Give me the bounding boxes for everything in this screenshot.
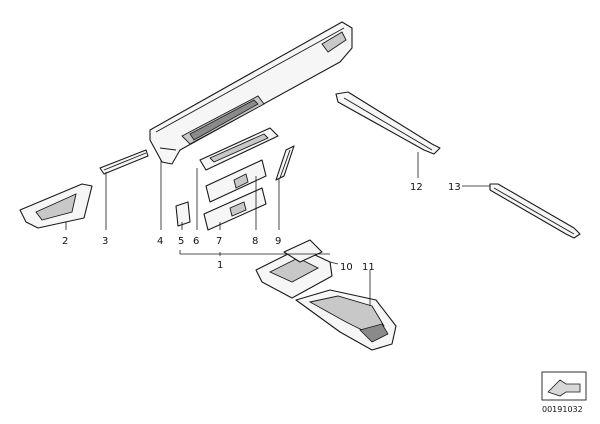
dashboard-trim-strip xyxy=(149,21,353,165)
leader-lines xyxy=(65,152,490,306)
right-long-strip-upper xyxy=(335,91,441,155)
callout-6: 6 xyxy=(193,236,199,247)
trim-panel-upper xyxy=(205,159,267,203)
callout-11: 11 xyxy=(362,262,375,273)
right-long-strip-lower xyxy=(489,183,581,239)
callout-7: 7 xyxy=(216,236,222,247)
callout-5: 5 xyxy=(178,236,184,247)
left-corner-trim xyxy=(19,183,93,229)
console-lower-panel xyxy=(295,289,397,351)
callout-13: 13 xyxy=(448,182,461,193)
callout-3: 3 xyxy=(102,236,108,247)
callout-8: 8 xyxy=(252,236,258,247)
callout-4: 4 xyxy=(157,236,163,247)
view-orientation-icon xyxy=(541,371,587,401)
document-number: 00191032 xyxy=(542,405,583,414)
callout-12: 12 xyxy=(410,182,423,193)
trim-panel-lower xyxy=(203,187,267,231)
callout-9: 9 xyxy=(275,236,281,247)
callout-1: 1 xyxy=(217,260,223,271)
center-console-trim xyxy=(199,127,279,171)
callout-2: 2 xyxy=(62,236,68,247)
small-cover xyxy=(175,201,191,227)
side-vertical-strip xyxy=(275,145,295,181)
small-left-strip xyxy=(99,149,149,175)
callout-10: 10 xyxy=(340,262,353,273)
console-panel xyxy=(255,239,333,299)
